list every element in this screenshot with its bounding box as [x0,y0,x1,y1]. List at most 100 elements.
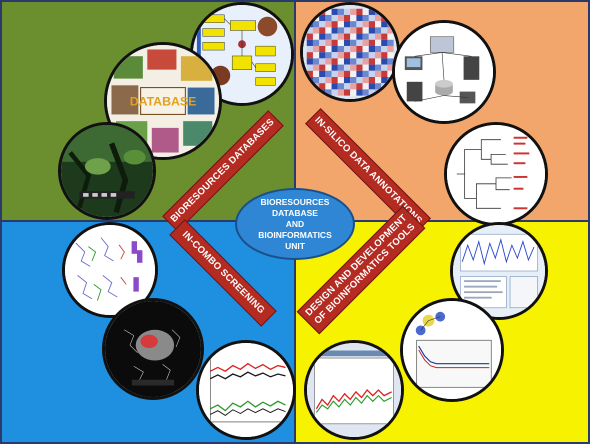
rmsd-plot-image [304,340,404,440]
heatmap-cell [337,33,344,40]
heatmap-cell [312,64,320,71]
heatmap-cell [343,83,351,90]
heatmap-cell [356,77,363,84]
heatmap-cell [356,83,363,90]
heatmap-cell [375,58,382,65]
heatmap-cell [343,89,351,96]
heatmap-cell [362,58,369,65]
heatmap-cell [337,27,344,34]
heatmap-cell [368,77,376,84]
heatmap-cell [362,52,369,59]
heatmap-cell [350,14,357,22]
heatmap-cell [356,58,363,65]
heatmap-cell [362,70,369,78]
heatmap-cell [343,33,351,40]
heatmap-cell [356,45,363,53]
heatmap-cell [319,39,326,46]
heatmap-cell [337,45,344,53]
heatmap-cell [343,64,351,71]
heatmap-cell [387,70,394,78]
heatmap-cell [306,52,313,59]
heatmap-cell [368,14,376,22]
heatmap-cell [325,33,332,40]
heatmap-cell [350,77,357,84]
heatmap-cell [375,83,382,90]
heatmap-cell [362,14,369,22]
heatmap-cell [343,52,351,59]
heatmap-cell [306,64,313,71]
heatmap-cell [350,33,357,40]
heatmap-cell [356,27,363,34]
heatmap-cell [368,83,376,90]
heatmap-cell [325,70,332,78]
heatmap-cell [312,52,320,59]
heatmap-cell [356,64,363,71]
heatmap-cell [337,83,344,90]
heatmap-cell [387,27,394,34]
heatmap-cell [387,58,394,65]
heatmap-cell [343,58,351,65]
heatmap-cell [381,21,388,28]
heatmap-cell [325,89,332,96]
protein-docking-image [102,298,204,400]
heatmap-cell [343,70,351,78]
heatmap-cell [337,39,344,46]
heatmap-cell [343,14,351,22]
heatmap-cell [375,21,382,28]
heatmap-cell [319,83,326,90]
heatmap-cell [368,52,376,59]
heatmap-cell [362,8,369,15]
unit-title-line-2: DATABASE [272,207,318,218]
heatmap-cell [343,39,351,46]
heatmap-cell [356,8,363,15]
heatmap-cell [350,83,357,90]
heatmap-cell [368,8,376,15]
heatmap-cell [325,52,332,59]
heatmap-cell [331,64,338,71]
heatmap-cell [325,8,332,15]
heatmap-cell [368,21,376,28]
heatmap-cell [319,58,326,65]
heatmap-cell [362,27,369,34]
heatmap-cell [368,70,376,78]
heatmap-cell [319,52,326,59]
heatmap-cell [343,45,351,53]
heatmap-cell [375,70,382,78]
heatmap-cell [343,21,351,28]
heatmap-cell [350,89,357,96]
heatmap-image [300,2,400,102]
heatmap-cell [350,39,357,46]
heatmap-cell [312,21,320,28]
heatmap-cell [350,21,357,28]
heatmap-cell [362,45,369,53]
heatmap-cell [362,77,369,84]
heatmap-cell [381,52,388,59]
heatmap-cell [325,64,332,71]
phylogenetic-tree-image [444,122,548,226]
heatmap-cell [337,64,344,71]
heatmap-cell [350,58,357,65]
heatmap-cell [375,33,382,40]
heatmap-cell [319,77,326,84]
heatmap-cell [306,33,313,40]
heatmap-cell [331,39,338,46]
heatmap-cell [325,58,332,65]
heatmap-cell [375,39,382,46]
heatmap-cell [325,83,332,90]
heatmap-cell [350,8,357,15]
heatmap-cell [375,77,382,84]
heatmap-cell [350,52,357,59]
heatmap-cell [381,70,388,78]
heatmap-cell [362,89,369,96]
database-logo-text: DATABASE [130,94,197,108]
heatmap-cell [337,21,344,28]
heatmap-cell [350,45,357,53]
heatmap-cell [343,8,351,15]
heatmap-cell [319,21,326,28]
heatmap-cell [331,27,338,34]
heatmap-cell [331,58,338,65]
heatmap-cell [319,64,326,71]
heatmap-cell [362,83,369,90]
heatmap-cell [331,77,338,84]
heatmap-cell [319,33,326,40]
